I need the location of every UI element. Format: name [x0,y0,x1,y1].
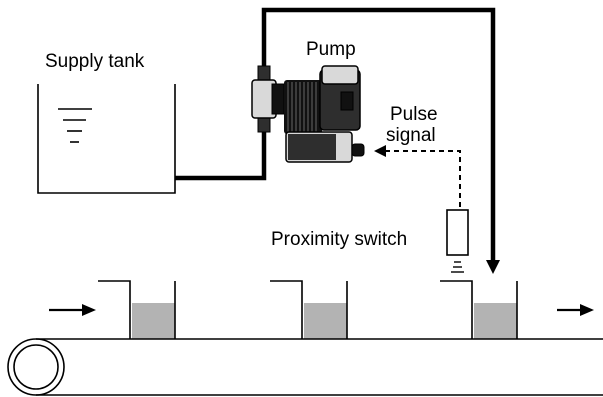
supply-tank-outline [37,84,176,194]
arrow-right-icon [557,304,594,316]
container-1 [98,280,176,339]
container-1-liquid [132,303,175,339]
pulse-signal-line [385,150,461,210]
container-2-liquid [304,303,347,339]
conveyor-roller-inner [13,344,59,390]
pulse-signal-label-line2: signal [386,125,436,146]
arrow-left-icon [374,145,386,157]
container-3-outline [440,280,518,339]
supply-tank [37,84,176,194]
pump [251,65,365,163]
container-2 [270,280,348,339]
container-2-outline [270,280,348,339]
pump-label: Pump [306,39,356,60]
suction-pipe [175,130,267,181]
proximity-switch-label: Proximity switch [271,229,407,250]
sensor-wave-icon [451,261,464,273]
liquid-level-icon [58,108,92,143]
arrow-right-icon [49,304,96,316]
motor-fins [287,82,317,132]
pump-display [321,65,359,85]
arrow-down-icon [486,260,500,274]
pump-base-panel [288,134,336,160]
conveyor-belt [7,338,603,396]
supply-tank-label: Supply tank [45,51,145,72]
pump-connector [351,143,365,157]
container-1-outline [98,280,176,339]
conveyor-roller-outer [7,338,65,396]
pulse-signal-label-line1: Pulse [390,104,438,125]
container-3-liquid [474,303,517,339]
pipes [175,7,496,262]
pump-head-plate [271,83,285,115]
proximity-switch [446,209,469,256]
discharge-pipe [261,7,496,262]
pump-button [340,91,354,111]
container-3 [440,280,518,339]
